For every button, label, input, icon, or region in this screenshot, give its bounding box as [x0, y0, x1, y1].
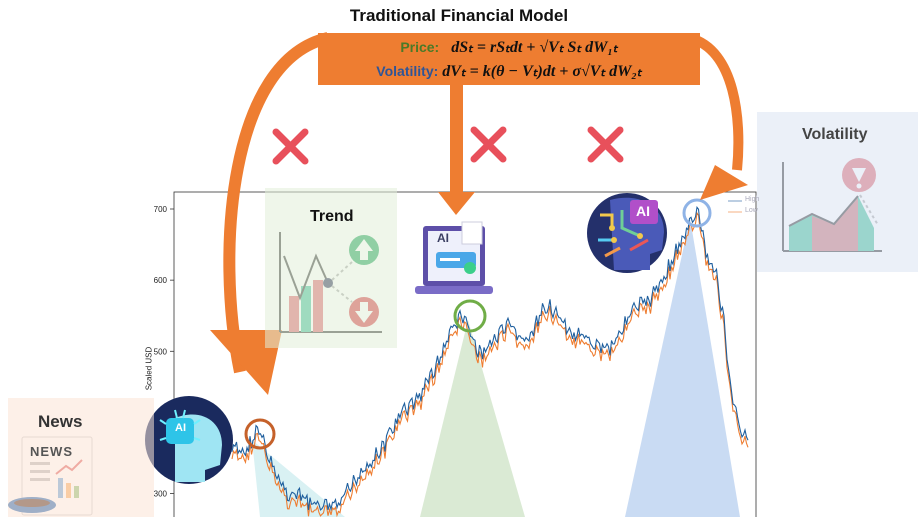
news-panel: [8, 398, 154, 517]
page-title: Traditional Financial Model: [349, 6, 569, 25]
price-equation: Price: dSₜ = rSₜdt + √Vₜ Sₜ dW₁ₜ: [318, 37, 700, 57]
volatility-panel: [757, 112, 918, 272]
legend-low: Low: [745, 207, 758, 214]
volatility-label: Volatility:: [376, 63, 439, 79]
trend-event-circle: [453, 299, 487, 333]
ai-laptop-icon: [415, 221, 493, 294]
news-title: News: [38, 412, 83, 431]
ai-head-badge: AI: [636, 203, 650, 219]
volatility-event-circle: [682, 198, 712, 228]
price-formula: dSₜ = rSₜdt + √Vₜ Sₜ dW₁ₜ: [451, 39, 618, 56]
legend-high: High: [745, 196, 760, 203]
news-event-circle: [244, 418, 276, 450]
y-tick-label: 600: [154, 276, 168, 285]
high-series-line: [231, 205, 749, 512]
newspaper-headline: NEWS: [30, 444, 73, 459]
news-highlight-cone: [252, 440, 345, 517]
ai-head-icon: [587, 193, 667, 273]
volatility-highlight-cone: [625, 218, 740, 517]
ai-laptop-badge: AI: [437, 231, 449, 245]
y-axis-label: Scaled USD: [144, 346, 154, 391]
y-tick-label: 500: [154, 347, 168, 356]
equation-box: Price: dSₜ = rSₜdt + √Vₜ Sₜ dW₁ₜ Volatil…: [318, 33, 700, 85]
cross-icon: [587, 126, 624, 163]
y-tick-label: 300: [154, 490, 168, 499]
ai-brain-badge: AI: [175, 422, 186, 434]
price-label: Price:: [400, 39, 440, 55]
volatility-equation: Volatility: dVₜ = k(θ − Vₜ)dt + σ√Vₜ dW₂…: [318, 61, 700, 81]
trend-panel: [265, 188, 397, 348]
trend-highlight-cone: [420, 320, 525, 517]
trend-title: Trend: [310, 208, 354, 225]
ai-brain-icon: [145, 396, 233, 484]
orange-arrows: [210, 32, 748, 395]
chart-legend: [728, 200, 742, 213]
volatility-title: Volatility: [802, 126, 868, 143]
y-tick-label: 700: [154, 205, 168, 214]
volatility-formula: dVₜ = k(θ − Vₜ)dt + σ√Vₜ dW₂ₜ: [442, 63, 642, 80]
cross-icon: [272, 128, 309, 165]
cross-icon: [470, 126, 507, 163]
low-series-line: [231, 211, 749, 517]
